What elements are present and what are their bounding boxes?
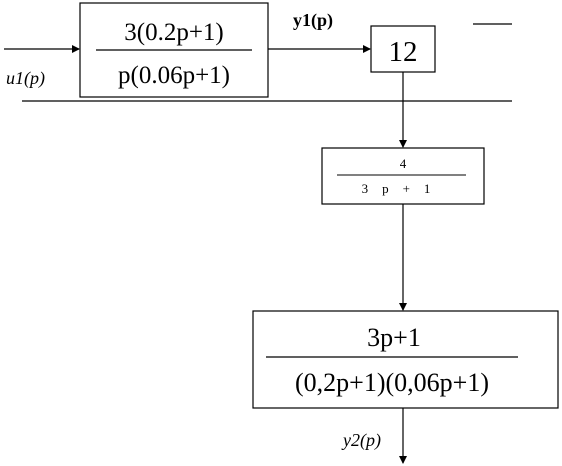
block-w1-denominator: p(0.06p+1) xyxy=(118,62,230,89)
block-gain-label: 12 xyxy=(389,36,418,68)
intermediate-signal-label: y1(p) xyxy=(293,10,333,31)
block-w2-denominator: 3p+1 xyxy=(362,181,445,196)
input-signal-label: u1(p) xyxy=(6,68,45,89)
block-w2-numerator: 4 xyxy=(400,156,407,171)
block-w3-denominator: (0,2p+1)(0,06p+1) xyxy=(295,368,489,397)
block-w3-numerator: 3p+1 xyxy=(367,323,421,352)
block-gain xyxy=(370,25,436,73)
output-signal-label: y2(p) xyxy=(341,430,381,451)
block-w1-numerator: 3(0.2p+1) xyxy=(124,19,224,46)
block-w3 xyxy=(252,310,559,409)
block-w2 xyxy=(321,147,485,205)
